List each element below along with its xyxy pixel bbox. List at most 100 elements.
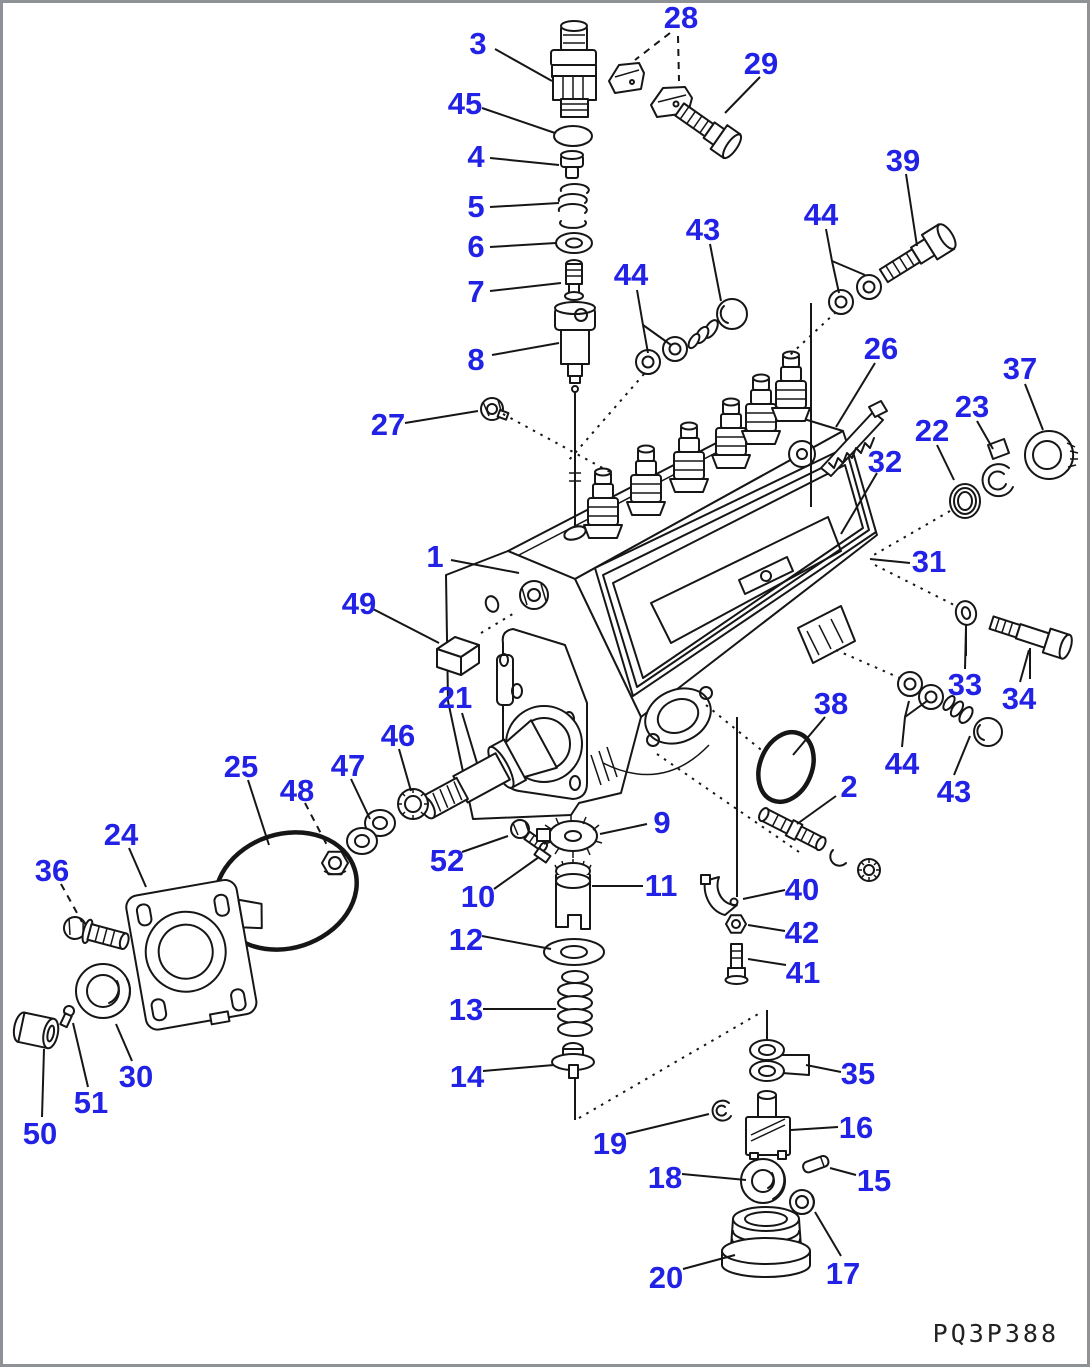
leader-line-5 (490, 203, 559, 207)
leader-line-19 (626, 1114, 709, 1134)
part-label-46: 46 (381, 718, 415, 753)
part-label-5: 5 (467, 189, 484, 224)
part-label-45: 45 (448, 86, 482, 121)
leader-line-44 (643, 325, 671, 345)
part-label-2: 2 (840, 769, 857, 804)
part-label-6: 6 (467, 229, 484, 264)
assembly-dotted-line (790, 312, 836, 355)
part-label-44: 44 (885, 746, 920, 781)
plug-27 (481, 398, 508, 420)
assembly-dotted-line (657, 754, 799, 852)
washer (856, 274, 882, 300)
leader-line-15 (830, 1168, 856, 1175)
leader-line-30 (116, 1024, 132, 1061)
knurled-ring-46 (398, 789, 428, 819)
cap-20 (722, 1207, 810, 1277)
washer-12 (544, 939, 604, 965)
leader-line-38 (793, 717, 825, 755)
part-label-36: 36 (35, 853, 69, 888)
bolt-41 (726, 944, 748, 984)
assembly-dotted-line (836, 650, 902, 679)
part-label-41: 41 (786, 955, 820, 990)
leader-line-25 (248, 780, 269, 845)
part-label-44: 44 (804, 197, 839, 232)
part-label-27: 27 (371, 407, 405, 442)
bolt-51 (60, 1006, 74, 1027)
part-label-31: 31 (912, 544, 946, 579)
part-label-17: 17 (826, 1256, 860, 1291)
leader-line-47 (351, 779, 370, 819)
part-label-4: 4 (467, 139, 485, 174)
part-label-42: 42 (785, 915, 819, 950)
part-label-8: 8 (467, 342, 484, 377)
part-label-33: 33 (948, 667, 982, 702)
part-label-7: 7 (467, 274, 484, 309)
leader-line-45 (482, 108, 555, 133)
assembly-dotted-line (875, 565, 958, 607)
leader-line-36 (61, 884, 82, 922)
leader-line-10 (494, 857, 539, 889)
part-label-34: 34 (1002, 681, 1037, 716)
bearing-18 (741, 1159, 785, 1203)
part-label-32: 32 (868, 444, 902, 479)
part-label-52: 52 (430, 843, 464, 878)
leader-line-33 (965, 627, 966, 669)
leader-line-4 (490, 158, 559, 165)
pump-exploded-diagram: 3282945456782739444344263723223231149333… (3, 3, 1090, 1295)
part-label-11: 11 (645, 868, 678, 903)
part-label-47: 47 (331, 748, 365, 783)
leader-line-28 (635, 33, 670, 60)
leader-line-6 (490, 243, 556, 247)
snap-clip (983, 439, 1013, 496)
camshaft (409, 720, 557, 834)
spring-13 (558, 971, 592, 1036)
leader-line-44 (832, 261, 865, 275)
sleeve-11 (555, 859, 591, 929)
leader-line-20 (683, 1255, 735, 1269)
leader-line-22 (937, 445, 954, 480)
assembly-dotted-line (706, 705, 765, 753)
piston-16 (746, 1091, 790, 1159)
bolt-36 (61, 914, 131, 954)
o-ring-38 (748, 724, 823, 810)
leader-line-9 (600, 824, 647, 834)
drawing-code: PQ3P388 (932, 1319, 1059, 1348)
pin-15 (802, 1155, 830, 1174)
part-label-16: 16 (839, 1110, 873, 1145)
part-label-39: 39 (886, 143, 920, 178)
part-label-9: 9 (653, 805, 670, 840)
leader-line-35 (806, 1065, 841, 1072)
leader-line-1 (451, 560, 519, 573)
part-label-28: 28 (664, 3, 698, 35)
leader-line-46 (399, 749, 411, 791)
eye-bolt (876, 221, 959, 288)
leader-line-52 (462, 836, 508, 852)
leader-line-26 (836, 363, 875, 427)
mount-flange-24 (124, 874, 280, 1035)
star-nut (858, 859, 880, 881)
c-clip (830, 850, 846, 866)
nut-48 (322, 852, 348, 875)
leader-line-40 (743, 890, 785, 899)
part-label-25: 25 (224, 749, 258, 784)
leader-line-34 (1020, 650, 1029, 682)
washer (662, 336, 688, 362)
joint-bolt (686, 299, 747, 350)
part-label-1: 1 (426, 539, 443, 574)
leader-line-27 (405, 411, 478, 423)
washer (828, 289, 854, 315)
leader-line-42 (748, 925, 785, 931)
leader-line-43 (954, 736, 970, 775)
part-label-37: 37 (1003, 351, 1037, 386)
part-label-30: 30 (119, 1059, 153, 1094)
part-label-44: 44 (614, 257, 649, 292)
part-label-23: 23 (955, 389, 989, 424)
part-label-43: 43 (937, 774, 971, 809)
leader-line-37 (1025, 384, 1043, 430)
part-label-19: 19 (593, 1126, 627, 1161)
leader-line-21 (462, 713, 477, 763)
valve-14 (552, 1043, 594, 1078)
leader-line-28 (678, 36, 679, 81)
washer (635, 349, 661, 375)
